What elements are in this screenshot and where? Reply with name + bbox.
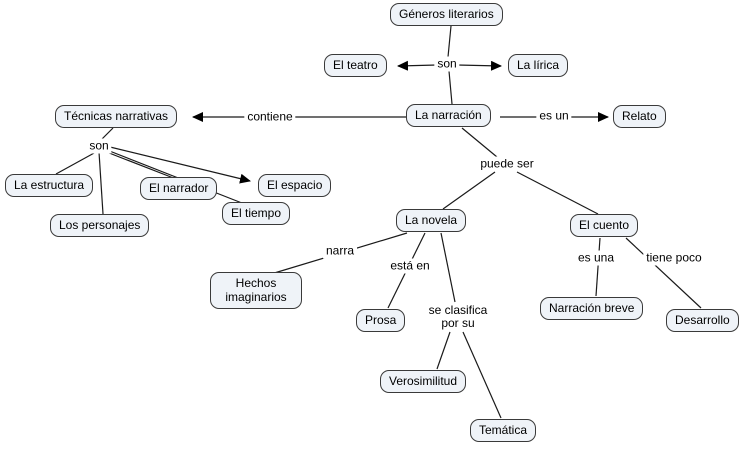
edge-clasifica-tematica: [462, 331, 502, 419]
node-prosa: Prosa: [356, 309, 406, 332]
edge-novela-clasifica: [440, 232, 456, 303]
node-el-teatro: El teatro: [324, 54, 387, 77]
edge-son-personajes: [98, 151, 104, 215]
node-la-novela: La novela: [396, 209, 467, 232]
node-los-personajes: Los personajes: [50, 214, 150, 237]
edge-cuento-narracionbreve: [595, 237, 601, 297]
node-la-narracion: La narración: [406, 104, 491, 127]
node-la-estructura: La estructura: [5, 174, 94, 197]
edge-label-son-top: son: [434, 56, 460, 72]
edge-son-lirica: [456, 60, 502, 71]
node-tematica: Temática: [470, 419, 537, 442]
edge-label-son-left: son: [86, 138, 112, 154]
edge-puedeser-novela: [442, 171, 496, 210]
edge-label-tiene-poco: tiene poco: [643, 250, 705, 266]
edge-narracion-puedeser: [461, 127, 498, 158]
edge-son-teatro: [397, 60, 438, 71]
edge-generos-son: [447, 25, 452, 58]
edge-label-puede-ser: puede ser: [477, 156, 537, 172]
node-el-cuento: El cuento: [570, 214, 639, 237]
edge-label-es-una: es una: [574, 250, 618, 266]
node-desarrollo: Desarrollo: [666, 309, 739, 332]
node-narracion-breve: Narración breve: [540, 297, 644, 320]
edge-son-estructura: [55, 151, 97, 175]
edge-label-narra: narra: [322, 243, 358, 259]
node-el-tiempo: El tiempo: [222, 202, 291, 225]
node-la-lirica: La lírica: [508, 54, 569, 77]
edge-cuento-desarrollo: [625, 237, 702, 309]
edge-puedeser-cuento: [516, 171, 599, 215]
edge-son-narrador: [103, 150, 177, 180]
edge-label-se-clasifica: se clasifica por su: [425, 303, 491, 331]
edge-label-es-un: es un: [536, 108, 572, 124]
edge-son-espacio: [109, 146, 251, 184]
edge-tecnicas-son: [100, 127, 114, 141]
node-verosimilitud: Verosimilitud: [380, 370, 467, 393]
edge-son-narracion: [448, 70, 453, 105]
node-generos-literarios: Géneros literarios: [390, 3, 503, 26]
edge-label-esta-en: está en: [387, 258, 433, 274]
node-el-narrador: El narrador: [140, 177, 218, 200]
node-hechos-imaginarios: Hechos imaginarios: [210, 272, 302, 309]
edge-clasifica-verosimilitud: [436, 331, 451, 370]
node-el-espacio: El espacio: [258, 174, 332, 197]
node-tecnicas-narrativas: Técnicas narrativas: [55, 105, 178, 128]
node-relato: Relato: [613, 105, 666, 128]
edge-label-contiene: contiene: [244, 109, 296, 125]
